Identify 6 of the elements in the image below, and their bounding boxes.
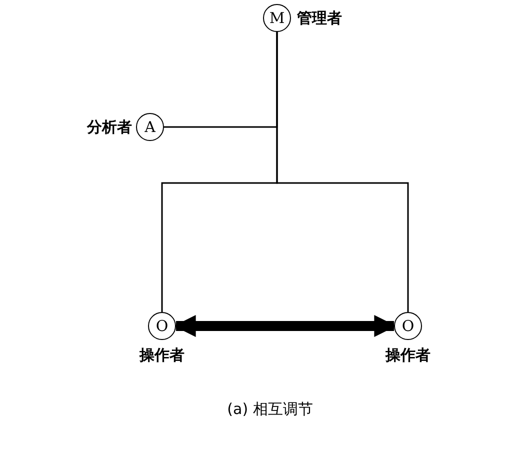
role-label: 分析者 [87, 117, 132, 138]
role-label: 操作者 [138, 345, 186, 366]
role-label: 管理者 [297, 8, 342, 29]
role-label: 操作者 [384, 345, 432, 366]
connector-line [276, 32, 409, 312]
caption: (a) 相互调节 [226, 399, 314, 420]
